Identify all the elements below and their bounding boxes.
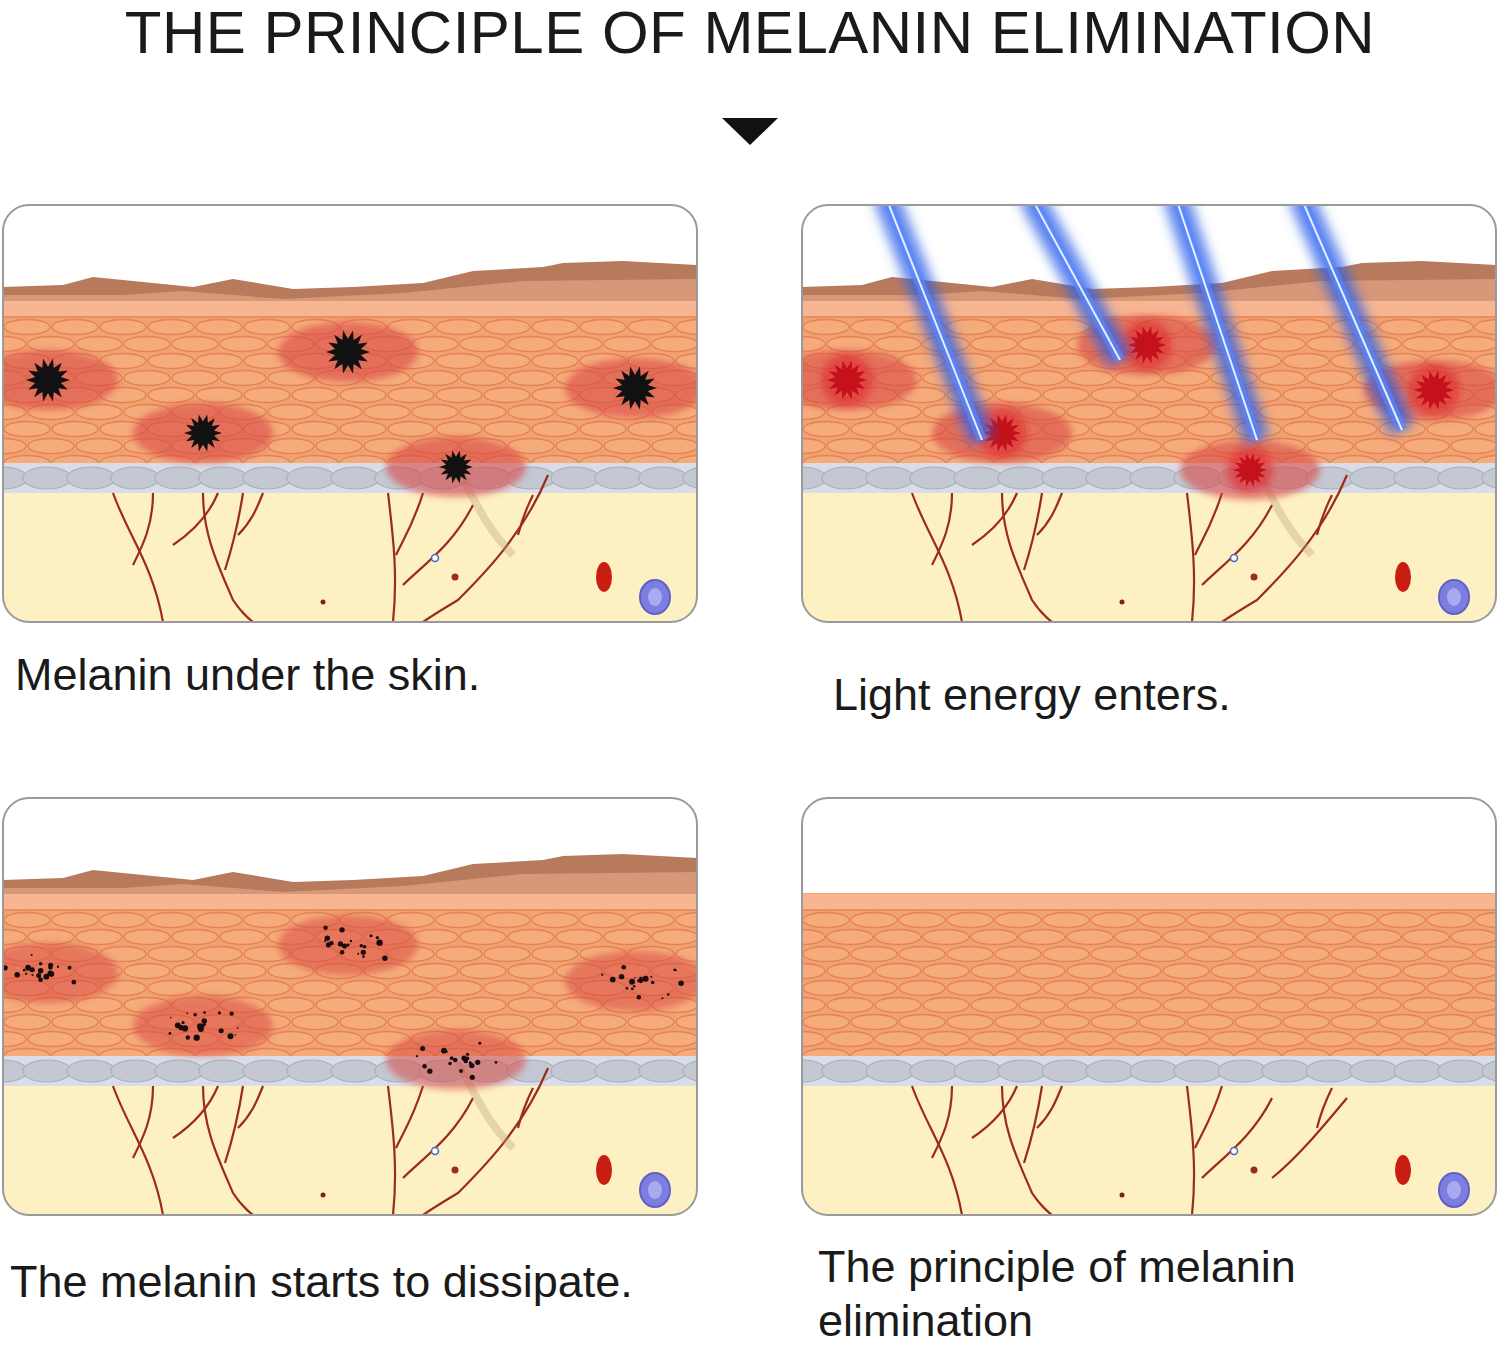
skin-surface — [3, 894, 697, 910]
panel-caption: The principle of melanin elimination — [818, 1240, 1458, 1348]
skin-surface — [802, 894, 1496, 910]
epidermal-cells — [802, 913, 1496, 1064]
down-triangle — [722, 118, 778, 145]
stratum-corneum — [3, 261, 697, 305]
panel-frame — [802, 205, 1496, 622]
melanin-particle — [3, 926, 684, 1080]
panel-frame — [802, 798, 1496, 1215]
panel-frame — [3, 798, 697, 1215]
skin-surface — [3, 301, 697, 317]
title: THE PRINCIPLE OF MELANIN ELIMINATION — [125, 0, 1375, 66]
skin-panel — [0, 798, 746, 1215]
stratum-corneum — [3, 854, 697, 898]
panel-caption: Light energy enters. — [833, 668, 1483, 722]
dermis — [3, 1068, 697, 1215]
epidermal-cells — [3, 320, 697, 471]
blood-vessels — [113, 475, 548, 622]
skin-panel — [0, 205, 746, 622]
white-blood-cell — [640, 580, 670, 614]
light-beam — [885, 205, 1402, 440]
skin-panel — [755, 798, 1500, 1215]
skin-surface — [802, 301, 1496, 317]
pigment-area — [3, 915, 697, 1090]
basal-layer — [802, 1056, 1496, 1086]
red-blood-cell — [1395, 562, 1411, 592]
red-blood-cell — [596, 1155, 612, 1185]
white-blood-cell — [1439, 580, 1469, 614]
white-blood-cell — [1439, 1173, 1469, 1207]
blood-vessels — [113, 1068, 548, 1215]
white-blood-cell — [640, 1173, 670, 1207]
red-blood-cell — [596, 562, 612, 592]
dermis — [3, 475, 697, 622]
basal-layer — [3, 463, 697, 493]
panel-frame — [3, 205, 697, 622]
red-blood-cell — [1395, 1155, 1411, 1185]
pigment-area — [3, 322, 697, 497]
epidermal-cells — [3, 913, 697, 1064]
skin-panel — [755, 195, 1500, 622]
panel-caption: Melanin under the skin. — [15, 648, 715, 702]
panel-caption: The melanin starts to dissipate. — [10, 1255, 790, 1309]
melanin-particle — [26, 331, 657, 484]
dermis — [802, 475, 1496, 622]
blood-vessels — [912, 475, 1347, 622]
basal-layer — [3, 1056, 697, 1086]
epidermis — [802, 893, 1496, 1073]
basal-layer — [802, 463, 1496, 493]
dermis — [802, 1068, 1496, 1215]
blood-vessels — [912, 1086, 1347, 1215]
